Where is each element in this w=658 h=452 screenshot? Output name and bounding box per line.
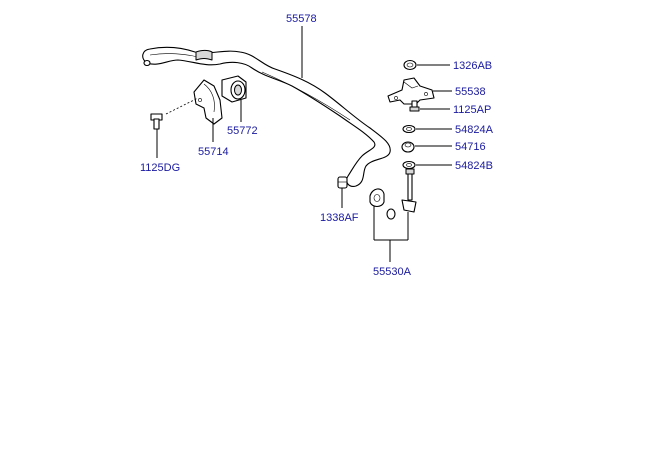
- label-1326AB: 1326AB: [453, 60, 492, 72]
- label-1338AF: 1338AF: [320, 212, 359, 224]
- alignment-line: [165, 97, 199, 115]
- label-55714: 55714: [198, 146, 229, 158]
- bolt-1125DG[interactable]: [150, 113, 163, 130]
- label-1125AP: 1125AP: [453, 104, 491, 116]
- label-54824B: 54824B: [455, 160, 493, 172]
- label-54716: 54716: [455, 141, 486, 153]
- bushing-54716[interactable]: [401, 141, 415, 153]
- washer-54824A[interactable]: [402, 124, 416, 134]
- label-1125DG: 1125DG: [140, 162, 180, 174]
- stabilizer-link-55530A[interactable]: [369, 168, 417, 220]
- stabilizer-bar[interactable]: [142, 46, 391, 187]
- nut-1338AF[interactable]: [337, 176, 348, 189]
- label-55772: 55772: [227, 125, 258, 137]
- bushing-55772[interactable]: [221, 75, 247, 103]
- leader-55530A: [373, 206, 409, 262]
- label-55530A: 55530A: [373, 266, 412, 278]
- washer-54824B[interactable]: [402, 160, 416, 170]
- bolt-1125AP[interactable]: [409, 100, 420, 112]
- clamp-55714[interactable]: [193, 79, 223, 125]
- bracket-55538[interactable]: [387, 77, 435, 105]
- label-54824A: 54824A: [455, 124, 494, 136]
- label-55538: 55538: [455, 86, 486, 98]
- nut-1326AB[interactable]: [403, 59, 417, 71]
- label-55578: 55578: [286, 13, 317, 25]
